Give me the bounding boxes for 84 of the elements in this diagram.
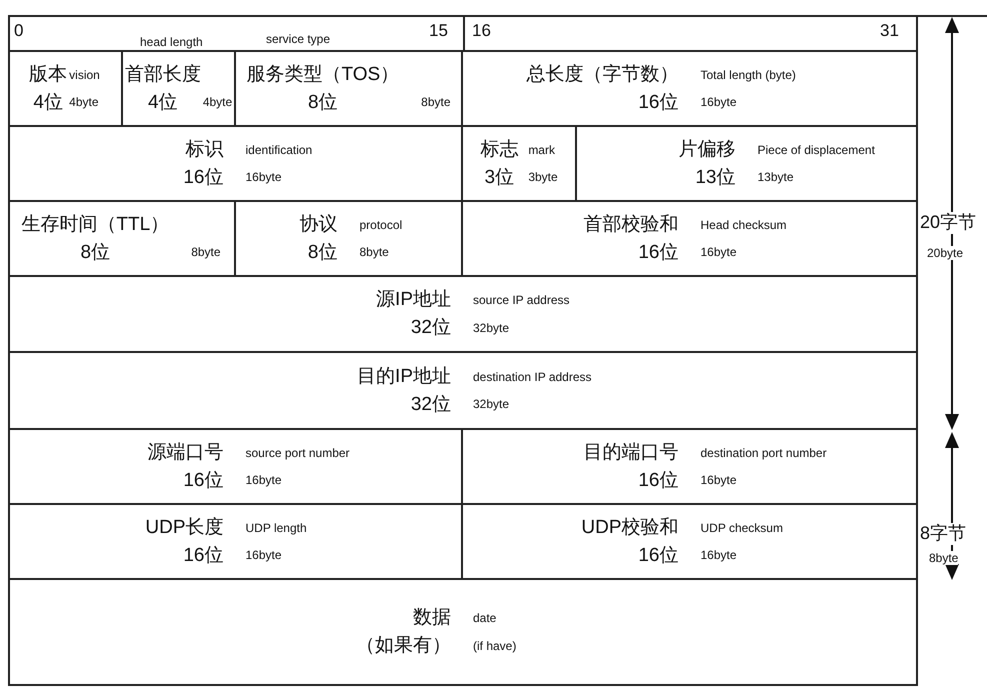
- english-name: Total length (byte): [700, 66, 796, 83]
- byte-count: 16byte: [700, 547, 737, 564]
- english-name: destination IP address: [473, 368, 592, 385]
- field-name: UDP长度: [145, 516, 224, 540]
- field-name: 服务类型（TOS）: [246, 62, 400, 87]
- bit-width: 4位: [33, 90, 63, 114]
- byte-count: (if have): [473, 638, 516, 654]
- english-name: vision: [69, 66, 100, 83]
- byte-count: 32byte: [473, 396, 510, 412]
- field-name: 源端口号: [148, 440, 224, 465]
- bit-width: 8位: [308, 90, 338, 114]
- field-name: UDP校验和: [581, 516, 678, 540]
- field-name: 首部校验和: [584, 212, 678, 237]
- bit-index: 31: [880, 21, 899, 42]
- field-name: 目的IP地址: [357, 364, 451, 389]
- header-field: [8, 52, 123, 127]
- bit-width: 3位: [484, 166, 514, 190]
- field-name: 标识: [186, 138, 224, 162]
- byte-count: 16byte: [700, 472, 737, 488]
- byte-count: 16byte: [246, 472, 282, 488]
- header-field: [8, 430, 463, 505]
- bit-width: 16位: [638, 544, 678, 568]
- english-name: identification: [246, 142, 312, 158]
- english-name: date: [473, 610, 496, 626]
- header-field: [463, 127, 577, 202]
- bit-index: 0: [14, 21, 24, 42]
- field-name: 标志: [480, 138, 518, 162]
- bit-width: 16位: [183, 166, 224, 190]
- header-field: [123, 52, 236, 127]
- size-label: 8字节: [920, 523, 966, 545]
- field-name: 源IP地址: [376, 288, 451, 312]
- header-field: [8, 127, 463, 202]
- byte-count: 3byte: [528, 169, 558, 186]
- english-name: Piece of displacement: [758, 142, 875, 158]
- field-name: 首部长度: [124, 62, 201, 87]
- field-name: 生存时间（TTL）: [21, 212, 170, 237]
- byte-count: 8byte: [421, 94, 451, 110]
- field-name: 数据: [413, 606, 451, 630]
- bit-width: 13位: [695, 166, 736, 190]
- byte-count: 8byte: [191, 244, 221, 260]
- field-name: 版本: [29, 62, 68, 87]
- bit-width: （如果有）: [356, 634, 451, 658]
- bit-width: 16位: [638, 90, 678, 114]
- byte-count: 16byte: [700, 244, 737, 260]
- english-name: UDP checksum: [700, 520, 783, 536]
- header-field: [236, 202, 463, 277]
- bit-width: 32位: [410, 392, 451, 416]
- byte-count: 16byte: [700, 94, 737, 110]
- byte-count: 16byte: [246, 547, 282, 564]
- header-field: [236, 52, 463, 127]
- english-name: source port number: [246, 444, 350, 461]
- english-name: destination port number: [700, 444, 827, 461]
- header-field: [8, 202, 236, 277]
- bit-index: 16: [472, 21, 491, 42]
- byte-count: 13byte: [758, 169, 794, 186]
- byte-count: 4byte: [202, 94, 232, 110]
- bit-index: 15: [429, 21, 448, 42]
- english-name: source IP address: [473, 292, 570, 308]
- field-name: 总长度（字节数）: [526, 62, 678, 87]
- bit-width: 16位: [638, 240, 678, 264]
- field-name: 协议: [300, 212, 338, 237]
- field-name: 片偏移: [678, 138, 736, 162]
- bit-width: 32位: [410, 316, 451, 340]
- header-note: service type: [266, 32, 330, 46]
- bit-width: 16位: [638, 468, 678, 492]
- bit-width: 16位: [183, 468, 224, 492]
- bit-width: 8位: [308, 240, 338, 264]
- bit-width: 16位: [183, 544, 224, 568]
- byte-count: 32byte: [473, 320, 510, 336]
- byte-count: 8byte: [360, 244, 389, 260]
- field-name: 目的端口号: [584, 440, 678, 465]
- english-name: mark: [528, 142, 555, 158]
- bit-width: 8位: [80, 240, 110, 264]
- english-name: Head checksum: [700, 216, 787, 233]
- header-note: head length: [140, 35, 203, 50]
- english-name: UDP length: [246, 520, 307, 536]
- bit-width: 4位: [148, 90, 178, 114]
- size-label: 8byte: [929, 551, 958, 566]
- byte-count: 16byte: [246, 169, 282, 186]
- size-label: 20字节: [920, 212, 976, 234]
- english-name: protocol: [360, 216, 402, 233]
- byte-count: 4byte: [69, 94, 99, 110]
- size-label: 20byte: [927, 246, 964, 260]
- header-field: [8, 505, 463, 580]
